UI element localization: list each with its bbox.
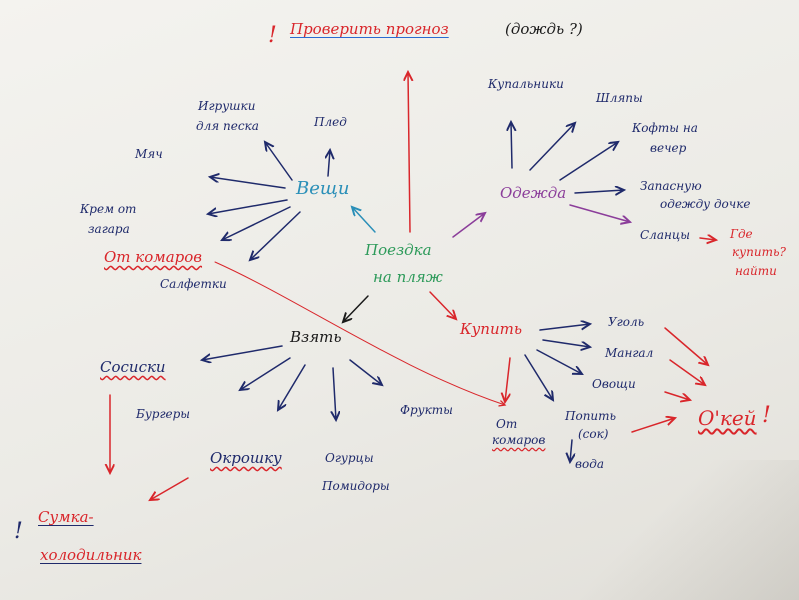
mangal-label: Мангал	[605, 346, 654, 360]
arrow-kupit-voda	[524, 354, 553, 400]
odezhda-node: Одежда	[500, 184, 567, 202]
burgery-label: Бургеры	[136, 407, 191, 421]
gde-line3: найти	[735, 264, 777, 278]
ot-komarov-kupit-line1: От	[496, 417, 518, 431]
slantsy-label: Сланцы	[640, 228, 691, 242]
cooler-line2: холодильник	[40, 546, 142, 564]
ugol-label: Уголь	[608, 315, 645, 329]
arrow-odezhda-zapas	[574, 190, 624, 193]
arrow-ugol-okay	[664, 327, 708, 365]
krem-line1: Крем от	[80, 202, 137, 216]
arrow-kupit-ugol	[539, 324, 590, 331]
center-node-line1: Поездка	[365, 241, 432, 259]
voda-line2: (сок)	[578, 427, 609, 441]
ot-komarov-kupit-line2: комаров	[492, 433, 546, 447]
ot-komarov-veshchi: От комаров	[104, 248, 203, 266]
igrushki-line2: для песка	[196, 119, 259, 133]
arrow-kupit-ovoshchi	[536, 349, 582, 374]
arrow-odezhda-kupalniki	[511, 122, 512, 169]
arrow-center-to-odezhda	[452, 213, 485, 238]
top-exclaim: !	[268, 23, 277, 48]
arrow-mangal-okay	[669, 359, 705, 385]
igrushki-line1: Игрушки	[198, 99, 256, 113]
forecast-note: (дождь ?)	[505, 20, 583, 38]
veshchi-node: Вещи	[296, 178, 350, 199]
vzyat-node: Взять	[290, 328, 342, 346]
kofty-line1: Кофты на	[632, 121, 698, 135]
voda-line3: вода	[575, 457, 604, 471]
arrow-vzyat-okroshku	[278, 364, 306, 410]
arrow-veshchi-pled	[328, 150, 330, 177]
sosiski-label: Сосиски	[100, 358, 166, 376]
arrow-center-to-top	[408, 72, 410, 233]
pled-label: Плед	[314, 115, 347, 129]
arrow-odezhda-slantsy	[569, 204, 630, 222]
zapas-line2: одежду дочке	[660, 197, 751, 211]
kupit-node: Купить	[460, 320, 523, 338]
arrow-center-to-vzyat	[343, 295, 369, 322]
zapas-line1: Запасную	[640, 179, 702, 193]
okroshku-label: Окрошку	[210, 449, 282, 467]
arrow-odezhda-kofty	[559, 142, 618, 181]
kupalniki-label: Купальники	[488, 77, 564, 91]
arrow-veshchi-igrushki	[265, 142, 293, 181]
arrow-kupit-mangal	[542, 339, 590, 347]
okay-exclaim: !	[762, 403, 771, 428]
arrow-vzyat-burgery	[240, 357, 291, 390]
okay-store-label: О'кей	[698, 406, 757, 430]
cooler-exclaim: !	[14, 519, 23, 544]
arrow-vzyat-sosiski	[202, 345, 283, 360]
arrow-voda-okay	[631, 418, 675, 433]
arrow-slantsy-gde	[699, 238, 716, 240]
arrow-center-to-kupit	[429, 291, 456, 319]
myach-label: Мяч	[135, 147, 163, 161]
arrow-vzyat-ogurtsy	[333, 367, 336, 420]
salfetki-label: Салфетки	[160, 277, 227, 291]
arrow-veshchi-myach	[210, 177, 286, 189]
ogurtsy-line2: Помидоры	[322, 479, 390, 493]
arrow-okroshku-cooler	[150, 477, 189, 500]
arrow-veshchi-salfetki	[250, 211, 301, 260]
arrow-center-to-veshchi	[352, 207, 376, 233]
shlyapy-label: Шляпы	[596, 91, 643, 105]
arrow-vzyat-frukty	[349, 359, 382, 385]
frukty-label: Фрукты	[400, 403, 453, 417]
gde-line1: Где	[730, 227, 753, 241]
ovoshchi-label: Овощи	[592, 377, 636, 391]
arrow-ovoshchi-okay	[664, 391, 690, 400]
voda-line1: Попить	[565, 409, 617, 423]
arrow-voda-down	[570, 439, 572, 462]
cooler-line1: Сумка-	[38, 508, 94, 526]
kofty-line2: вечер	[650, 141, 687, 155]
arrow-odezhda-shlyapy	[529, 123, 575, 171]
arrow-veshchi-krem	[208, 199, 288, 214]
krem-line2: загара	[88, 222, 130, 236]
check-forecast-title: Проверить прогноз	[290, 20, 449, 38]
arrow-kupit-ot-komarov	[505, 357, 511, 402]
arrow-ot-komarov-to-kupit	[214, 261, 505, 405]
gde-line2: купить?	[732, 245, 786, 259]
center-node-line2: на пляж	[373, 268, 443, 286]
ogurtsy-line1: Огурцы	[325, 451, 374, 465]
arrow-veshchi-komarov	[222, 206, 291, 240]
